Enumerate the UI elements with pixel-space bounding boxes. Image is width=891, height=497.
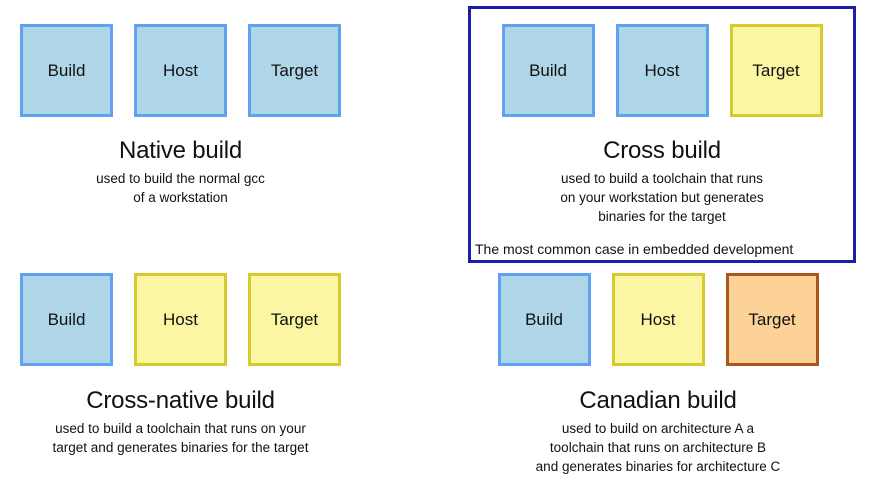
machine-boxes-row: Build Host Target (464, 273, 852, 366)
section-description: used to build a toolchain that runs on y… (471, 169, 853, 226)
target-box: Target (248, 273, 341, 366)
build-box-label: Build (529, 60, 567, 80)
section-title: Cross build (603, 137, 721, 164)
description-line: used to build the normal gcc (96, 171, 265, 186)
description-line: binaries for the target (598, 209, 726, 224)
machine-boxes-row: Build Host Target (0, 273, 361, 366)
description-line: used to build a toolchain that runs on y… (55, 421, 306, 436)
section-title: Cross-native build (86, 387, 275, 414)
description-line: used to build on architecture A a (561, 421, 755, 436)
target-box-label: Target (752, 60, 800, 80)
build-box: Build (20, 273, 113, 366)
description-line: of a workstation (133, 190, 228, 205)
description-line: used to build a toolchain that runs (561, 171, 763, 186)
section-description: used to build the normal gcc of a workst… (0, 169, 361, 207)
host-box: Host (134, 273, 227, 366)
build-box: Build (20, 24, 113, 117)
build-box: Build (497, 273, 591, 366)
build-box-label: Build (47, 309, 86, 329)
machine-boxes-row: Build Host Target (471, 24, 853, 117)
section-title: Canadian build (579, 387, 737, 414)
host-box: Host (615, 24, 709, 117)
host-box-label: Host (163, 60, 198, 80)
section-description: used to build on architecture A a toolch… (464, 419, 852, 476)
host-box-label: Host (163, 309, 198, 329)
description-line: and generates binaries for architecture … (535, 459, 781, 474)
highlight-note: The most common case in embedded develop… (475, 241, 794, 257)
build-box: Build (501, 24, 595, 117)
section-cross-build-highlight-frame: Build Host Target Cross build used to bu… (468, 6, 856, 263)
section-title: Native build (118, 137, 242, 164)
machine-boxes-row: Build Host Target (0, 24, 361, 117)
build-box-label: Build (47, 60, 86, 80)
host-box-label: Host (644, 60, 680, 80)
target-box-label: Target (270, 309, 319, 329)
section-description: used to build a toolchain that runs on y… (0, 419, 361, 457)
target-box: Target (725, 273, 819, 366)
section-canadian-build: Build Host Target Canadian build used to… (464, 250, 852, 497)
build-box-label: Build (525, 309, 563, 329)
host-box: Host (134, 24, 227, 117)
target-box: Target (248, 24, 341, 117)
section-cross-native-build: Build Host Target Cross-native build use… (0, 250, 361, 497)
target-box: Target (729, 24, 823, 117)
description-line: target and generates binaries for the ta… (52, 440, 309, 455)
description-line: toolchain that runs on architecture B (549, 440, 767, 455)
host-box: Host (611, 273, 705, 366)
description-line: on your workstation but generates (560, 190, 764, 205)
target-box-label: Target (270, 60, 319, 80)
target-box-label: Target (748, 309, 796, 329)
section-native-build: Build Host Target Native build used to b… (0, 0, 361, 250)
host-box-label: Host (640, 309, 676, 329)
